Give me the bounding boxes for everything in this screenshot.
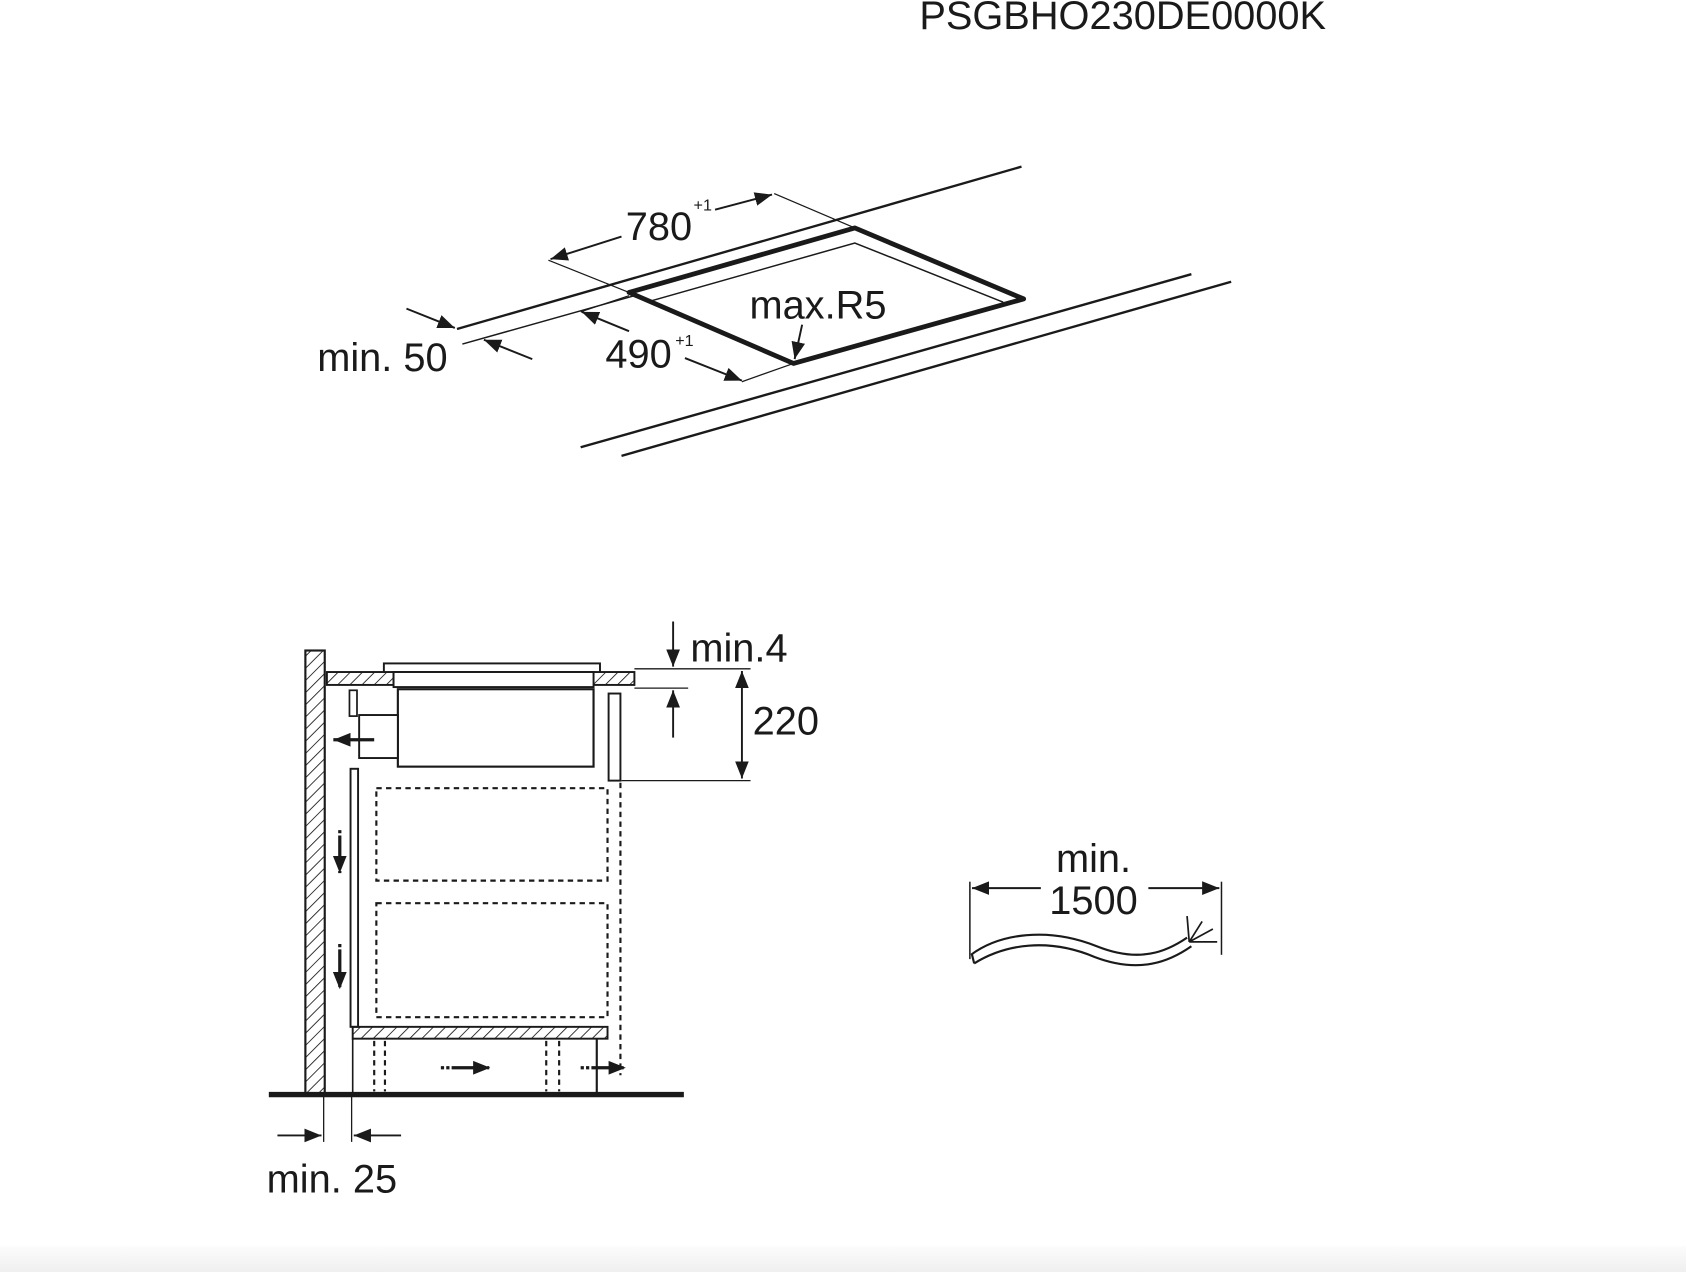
hob-body (396, 688, 595, 768)
radius-arrow (791, 324, 806, 360)
dimension-arrow-right (714, 192, 773, 211)
cutout-inner-edge (650, 242, 1004, 303)
depth-tolerance: +1 (675, 332, 693, 350)
depth-dimension: 490 (605, 333, 671, 377)
extension-line (773, 192, 856, 229)
extension-line (580, 295, 630, 313)
dimension-arrow-left (550, 235, 622, 261)
hob-glass (382, 662, 601, 673)
panel-stub (348, 689, 358, 717)
edge-arrow-top (406, 307, 456, 329)
countertop-front-edge (580, 273, 1192, 449)
countertop-left (325, 671, 395, 686)
cutout-outline (626, 225, 1027, 366)
fan-outlet (358, 714, 399, 760)
depth-arrow-back (581, 310, 630, 333)
cable-wires-icon (1186, 916, 1218, 943)
edge-distance-label: min. 50 (317, 336, 447, 380)
cutout-diagram: 780 +1 490 +1 max.R5 min. 50 (317, 165, 1232, 458)
width-dimension: 780 (626, 205, 692, 249)
edge-arrow-bottom (483, 338, 533, 361)
cable-diagram: min. 1500 (969, 837, 1223, 967)
cable-length-value: 1500 (1049, 879, 1137, 923)
countertop-back-edge (456, 165, 1022, 331)
height-label: 220 (753, 699, 819, 743)
cable (970, 933, 1188, 956)
hob-frame (392, 671, 595, 689)
cabinet-base (351, 1025, 609, 1040)
cable-length-prefix: min. (1056, 837, 1131, 881)
width-tolerance: +1 (694, 197, 712, 215)
countertop-front-edge-lower (621, 280, 1232, 458)
wall (304, 649, 326, 1095)
extension-line (741, 362, 794, 383)
extension-line (548, 259, 630, 294)
drawer-outline (375, 787, 609, 882)
model-code: PSGBHO230DE0000K (919, 0, 1326, 38)
drawer-outline (375, 902, 609, 1019)
gap-label: min.4 (690, 626, 787, 670)
depth-arrow-front (684, 357, 743, 382)
countertop-right (592, 671, 636, 686)
radius-label: max.R5 (749, 283, 886, 327)
section-diagram: min.4 220 min. 25 (267, 621, 819, 1201)
side-panel-right (607, 692, 622, 782)
side-panel-left (349, 767, 360, 1028)
cable (973, 944, 1192, 967)
cable-end (970, 954, 976, 964)
footer-band (0, 1246, 1686, 1272)
wall-distance-label: min. 25 (267, 1157, 397, 1201)
